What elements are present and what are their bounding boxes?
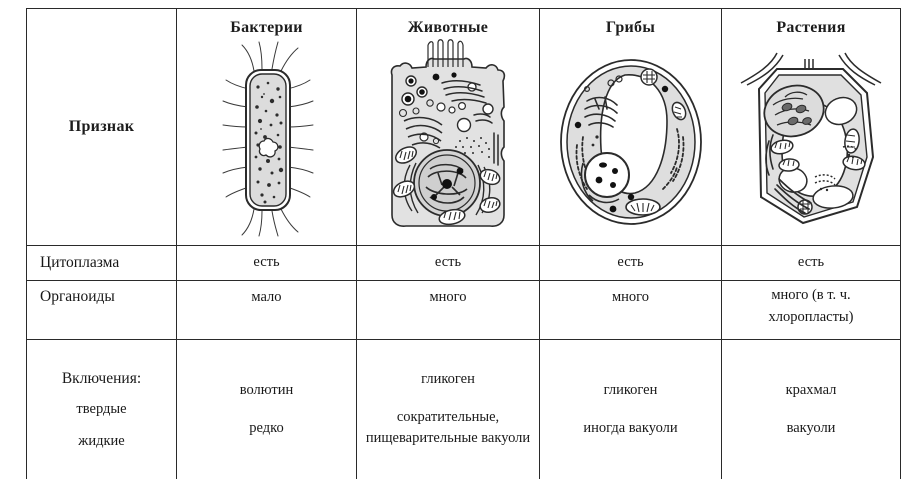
header-cell-animals: Животные [356,8,540,246]
cell-cytoplasm-fungi: есть [539,245,722,281]
cell-inclusions-bacteria: волютин редко [176,339,357,479]
cell-inclusions-fungi: гликоген иногда вакуоли [539,339,722,479]
inclusions-label: Включения: [61,369,142,387]
plant-cell-diagram [740,52,882,224]
table-row-organoids: Органоиды мало много много много (в т. ч… [26,280,901,340]
table-header-row: Признак Бактерии [26,8,901,246]
feature-column-label: Признак [68,118,135,135]
cell-cytoplasm-plants: есть [721,245,901,281]
cell-organoids-bacteria: мало [176,280,357,340]
cell-organoids-animals: много [356,280,540,340]
column-title-bacteria: Бактерии [230,19,303,37]
inclusions-liquid-bacteria: редко [249,419,284,436]
cell-inclusions-animals: гликоген сократительные, пищеварительные… [356,339,540,479]
cell-inclusions-plants: крахмал вакуоли [721,339,901,479]
column-title-fungi: Грибы [605,19,656,37]
cell-comparison-table: Признак Бактерии [26,8,901,479]
inclusions-sublabel-solid: твердые [76,401,127,418]
row-label-organoids: Органоиды [26,280,177,340]
inclusions-liquid-plants: вакуоли [786,419,836,436]
animal-cell-diagram [390,38,506,227]
header-cell-plants: Растения [721,8,901,246]
cell-cytoplasm-bacteria: есть [176,245,357,281]
inclusions-liquid-fungi: иногда вакуоли [583,419,678,436]
header-cell-fungi: Грибы [539,8,722,246]
header-cell-feature: Признак [26,8,177,246]
bacteria-cell-diagram [222,41,313,237]
inclusions-solid-animals: гликоген [421,371,475,388]
column-title-plants: Растения [776,19,846,37]
cell-organoids-fungi: много [539,280,722,340]
table-row-cytoplasm: Цитоплазма есть есть есть есть [26,245,901,281]
column-title-animals: Животные [407,19,489,37]
header-cell-bacteria: Бактерии [176,8,357,246]
cell-cytoplasm-animals: есть [356,245,540,281]
inclusions-solid-fungi: гликоген [603,382,658,399]
cell-organoids-plants: много (в т. ч. хлоропласты) [721,280,901,340]
row-label-cytoplasm: Цитоплазма [26,245,177,281]
fungus-cell-diagram [559,58,702,225]
inclusions-sublabel-liquid: жидкие [78,432,125,449]
inclusions-liquid-animals: сократительные, пищеварительные вакуоли [365,408,531,447]
table-row-inclusions: Включения: твердые жидкие волютин редко … [26,339,901,479]
inclusions-solid-bacteria: волютин [239,382,294,399]
inclusions-solid-plants: крахмал [785,382,837,399]
row-label-inclusions: Включения: твердые жидкие [26,339,177,479]
